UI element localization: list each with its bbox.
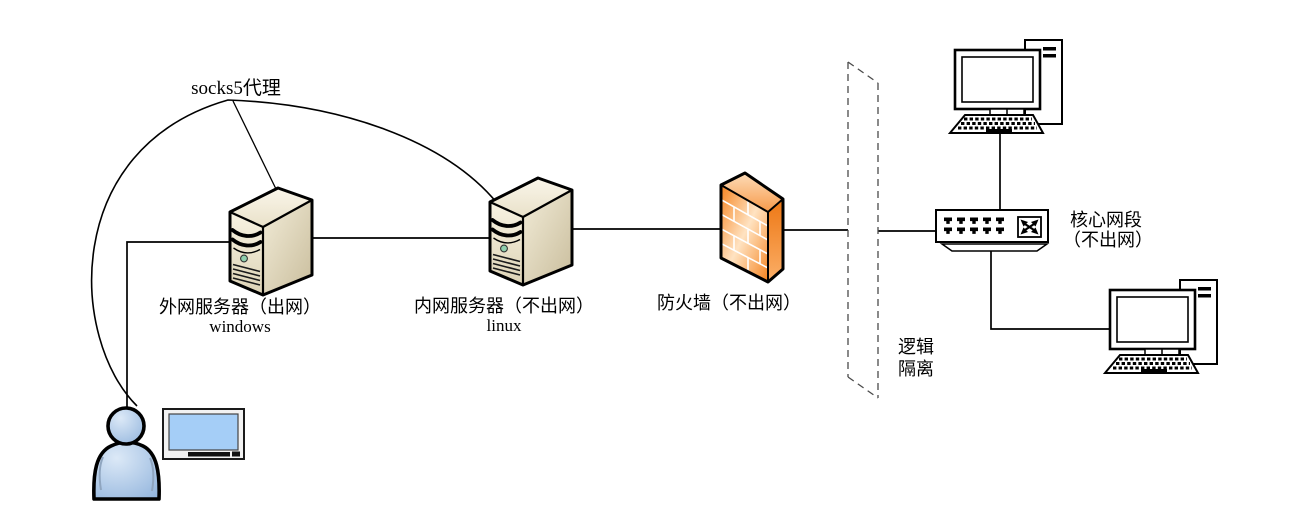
proxy-label: socks5代理 bbox=[191, 77, 281, 99]
core-segment-label-line1: 核心网段 bbox=[1070, 210, 1142, 230]
external-server-os-label: windows bbox=[209, 317, 270, 336]
monitor-icon bbox=[162, 408, 245, 460]
link-switch-to-workstation-bottom bbox=[990, 250, 1112, 330]
firewall-label: 防火墙（不出网） bbox=[657, 293, 801, 313]
firewall-icon bbox=[719, 171, 785, 284]
connection-lines bbox=[126, 133, 1112, 409]
socks5-proxy-arc bbox=[90, 99, 498, 407]
link-person-to-external-server bbox=[126, 241, 230, 409]
core-segment-label-line2: （不出网） bbox=[1063, 230, 1153, 250]
proxy-label-leader-line bbox=[232, 100, 277, 190]
firewall-brick-lines bbox=[720, 198, 769, 272]
switch-icon bbox=[935, 209, 1050, 252]
isolation-label-line1: 逻辑 bbox=[898, 337, 934, 357]
monitor-screen bbox=[168, 413, 239, 451]
workstation-top-icon bbox=[948, 38, 1064, 135]
external-server-icon bbox=[228, 186, 314, 297]
switch-crossover-icon bbox=[1017, 216, 1042, 238]
isolation-plane bbox=[847, 61, 879, 399]
switch-base bbox=[939, 243, 1050, 252]
isolation-label-line2: 隔离 bbox=[898, 359, 934, 379]
internal-server-label: 内网服务器（不出网） bbox=[414, 296, 594, 316]
external-server-label: 外网服务器（出网） bbox=[159, 297, 321, 317]
workstation-bottom-icon bbox=[1103, 278, 1219, 375]
person-icon bbox=[92, 406, 161, 501]
internal-server-icon bbox=[488, 176, 574, 287]
internal-server-os-label: linux bbox=[487, 316, 522, 335]
